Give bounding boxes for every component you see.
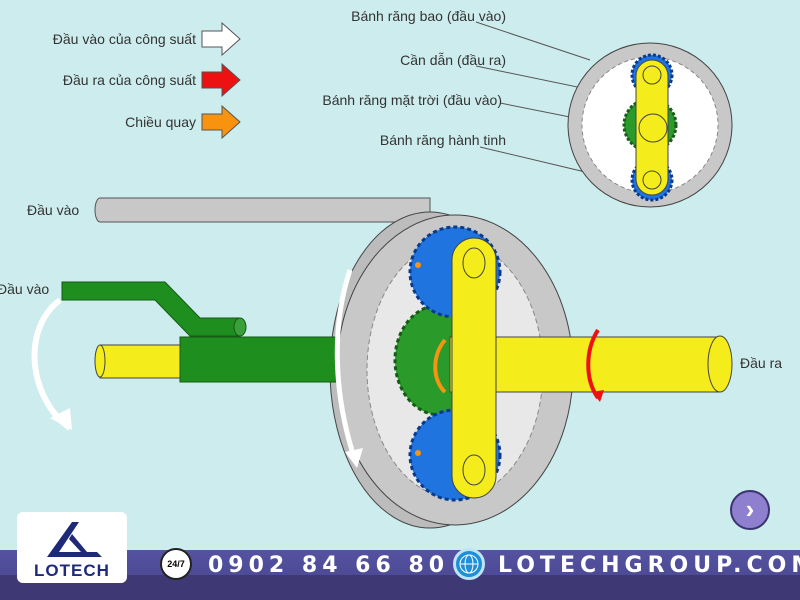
next-button[interactable]: › [730, 490, 770, 530]
callout-carrier: Cần dẫn (đầu ra) [400, 52, 506, 68]
rotation-arrow-sun [31, 297, 72, 431]
footer-bar [0, 550, 800, 600]
chevron-right-icon: › [745, 494, 755, 524]
legend-arrow-input [201, 21, 241, 57]
callout-ring-gear: Bánh răng bao (đầu vào) [351, 8, 506, 24]
inset-gear-view [567, 42, 733, 208]
legend-arrow-rotation [201, 104, 241, 140]
phone-24-7-icon: 24/7 [160, 548, 192, 580]
legend-arrow-output [201, 62, 241, 98]
legend-label-output: Đầu ra của công suất [62, 72, 196, 88]
legend-label-rotation: Chiều quay [125, 114, 196, 130]
logo-mark-icon [47, 522, 102, 557]
callout-planet-gear: Bánh răng hành tinh [379, 132, 506, 148]
rotation-arrow-ring [334, 269, 358, 461]
callout-sun-gear: Bánh răng mặt trời (đầu vào) [322, 92, 502, 108]
legend-label-input: Đầu vào của công suất [52, 31, 196, 47]
phone-badge-text: 24/7 [167, 559, 185, 569]
website-link[interactable]: LOTECHGROUP.COM [498, 553, 800, 578]
globe-icon [453, 548, 485, 580]
label-ring-input: Đầu vào [27, 202, 80, 218]
label-output: Đầu ra [740, 355, 783, 371]
ring-input-shaft [94, 197, 431, 223]
phone-number[interactable]: 0902 84 66 80 [208, 553, 450, 578]
carrier-arm [451, 237, 497, 499]
sun-input-shaft [99, 344, 191, 379]
sun-input-lever [61, 281, 241, 337]
label-sun-input: Đầu vào [0, 281, 50, 297]
lotech-logo: LOTECH [17, 512, 127, 583]
rotation-arrow-sun-gear [433, 338, 447, 394]
